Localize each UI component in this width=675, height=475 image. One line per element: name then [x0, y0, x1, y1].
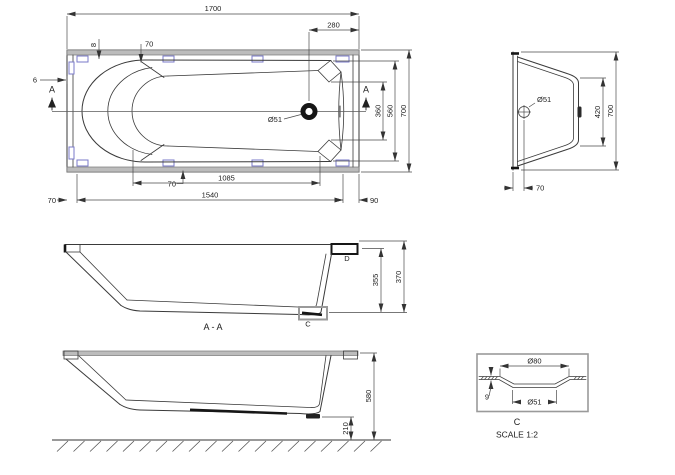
- cut-hatching: [480, 376, 584, 380]
- dim-8: 8: [89, 43, 98, 47]
- detail-d-lip: [330, 243, 359, 255]
- dim-580: 580: [364, 390, 373, 403]
- section-label-left: A: [49, 85, 55, 95]
- side-view-outline: [62, 350, 359, 419]
- mounting-pads: [68, 55, 350, 167]
- overflow-symbol: [577, 106, 582, 118]
- ground-hatching: [56, 440, 382, 452]
- section-label-right: A: [363, 85, 369, 95]
- side-view: 580 210: [52, 350, 391, 452]
- dim-210: 210: [341, 422, 350, 435]
- section-aa-view: D C A - A 355 370: [63, 240, 407, 332]
- plan-drain-label: Ø51: [268, 115, 282, 124]
- dim-6: 6: [33, 76, 37, 85]
- dim-70-end: 70: [536, 184, 544, 193]
- detail-c-dimensions: Ø80 Ø51 9: [485, 357, 570, 407]
- drain-symbol: Ø51: [268, 103, 318, 124]
- detail-c-callout-label: C: [305, 320, 311, 329]
- ground: [52, 439, 391, 452]
- dim-70-left: 70: [48, 196, 56, 205]
- side-view-dimensions: 580 210: [322, 352, 377, 440]
- detail-c-bracket: [298, 306, 328, 321]
- dim-370: 370: [394, 271, 403, 284]
- detail-c-view: Ø80 Ø51 9 C SCALE 1:2: [476, 353, 589, 440]
- dim-70-bottom: 70: [168, 180, 176, 189]
- section-arrow-right: A: [362, 85, 370, 111]
- dim-420: 420: [593, 106, 602, 119]
- section-aa-dimensions: 355 370: [329, 240, 407, 313]
- dim-1700: 1700: [205, 4, 222, 13]
- detail-d-label: D: [344, 254, 350, 263]
- dim-1540: 1540: [202, 191, 219, 200]
- detail-c-section: [478, 376, 587, 388]
- dim-700-end: 700: [606, 105, 615, 118]
- end-drain-label: Ø51: [537, 95, 551, 104]
- section-arrow-left: A: [48, 85, 56, 111]
- detail-c-frame: [476, 353, 589, 413]
- dim-flange: Ø80: [527, 357, 541, 366]
- plan-view: A A Ø51 1700 280 70 8 6: [33, 4, 412, 205]
- end-view-drain: Ø51: [517, 95, 551, 119]
- dim-560: 560: [386, 105, 395, 118]
- end-view-dimensions: 420 700 70: [504, 51, 619, 193]
- end-view: Ø51 420 700 70: [504, 51, 619, 193]
- dim-280: 280: [327, 21, 340, 30]
- dim-70-top: 70: [145, 40, 153, 49]
- dim-360: 360: [374, 105, 383, 118]
- foot-pad: [306, 414, 320, 419]
- dim-700-plan: 700: [399, 105, 408, 118]
- detail-c-title: C: [514, 417, 521, 427]
- section-aa-outline: [63, 243, 359, 321]
- dim-depth-9: 9: [485, 393, 489, 402]
- plan-dimensions: 1700 280 70 8 6 360 560 700 70: [33, 4, 412, 205]
- detail-c-scale: SCALE 1:2: [496, 430, 538, 440]
- dim-1085: 1085: [218, 174, 235, 183]
- dim-355: 355: [371, 274, 380, 287]
- dim-hole: Ø51: [527, 398, 541, 407]
- end-view-outline: [511, 51, 582, 171]
- basin-outline: [81, 59, 345, 163]
- section-aa-title: A - A: [203, 322, 222, 332]
- dim-90: 90: [370, 196, 378, 205]
